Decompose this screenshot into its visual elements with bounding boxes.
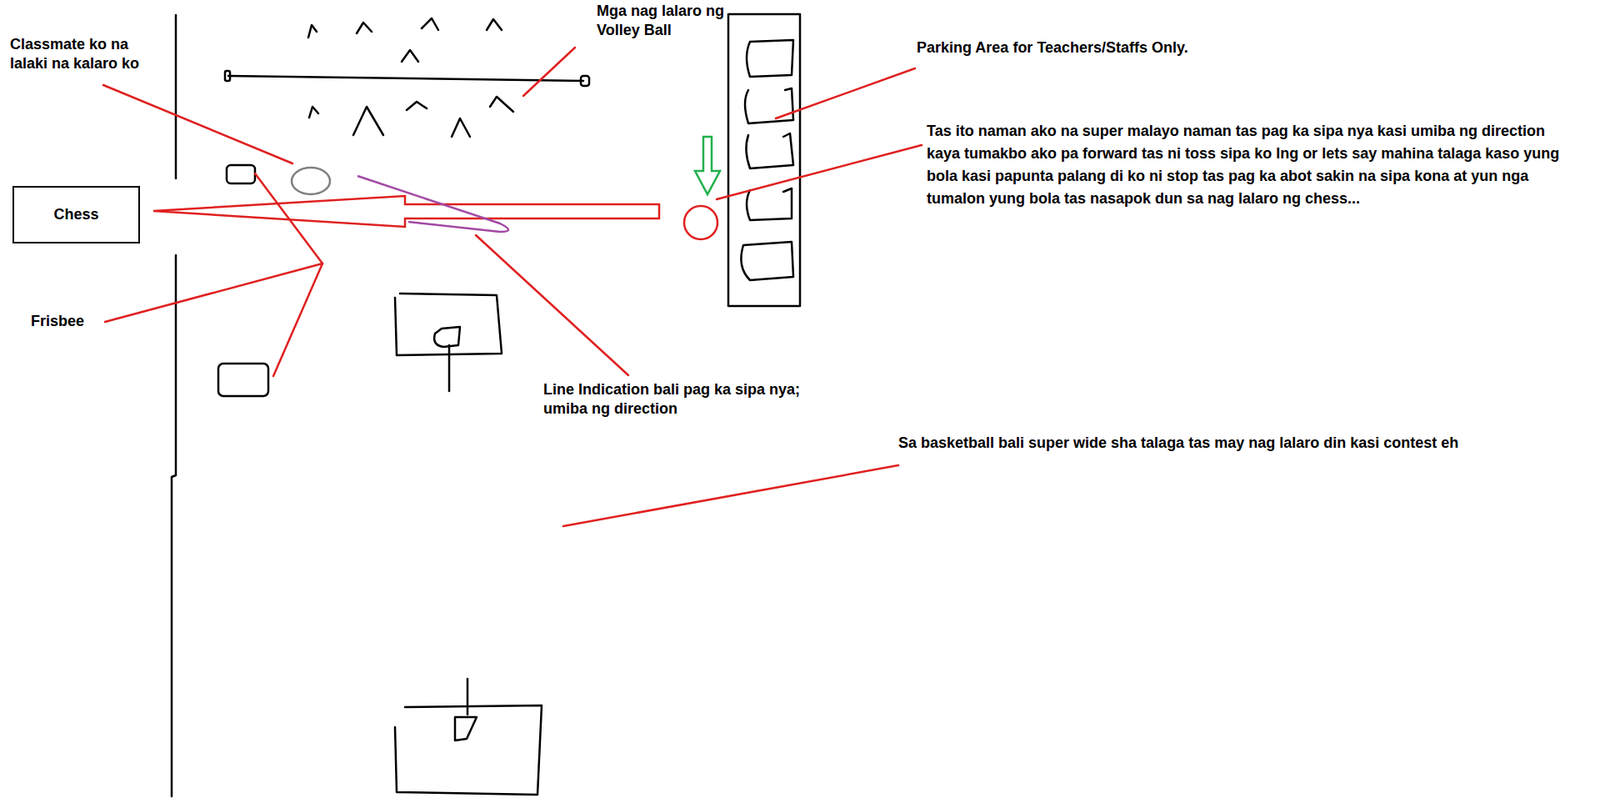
story-note: Tas ito naman ako na super malayo naman … bbox=[926, 120, 1577, 210]
volleyball-label: Mga nag lalaro ng Volley Ball bbox=[596, 1, 743, 40]
basketball-note: Sa basketball bali super wide sha talaga… bbox=[898, 433, 1459, 453]
area-box: Chess bbox=[12, 185, 140, 244]
parking-label: Parking Area for Teachers/Staffs Only. bbox=[916, 38, 1189, 58]
classmate-label: Classmate ko na lalaki na kalaro ko bbox=[10, 35, 165, 74]
frisbee-label: Frisbee bbox=[30, 311, 85, 331]
box-text: Chess bbox=[53, 205, 99, 224]
line-indication-note: Line Indication bali pag ka sipa nya; um… bbox=[543, 380, 831, 419]
